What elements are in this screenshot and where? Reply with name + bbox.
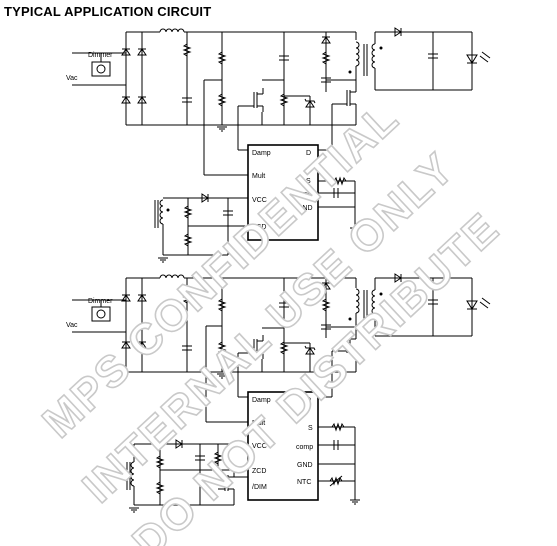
pin-damp: Damp <box>252 397 271 404</box>
pin-zcd: ZCD <box>252 224 266 231</box>
pin-vcc: VCC <box>252 197 267 204</box>
pin-mult: Mult <box>252 420 265 427</box>
pin-dim: /DIM <box>252 484 267 491</box>
dimmer-block <box>91 306 111 322</box>
vac-label: Vac <box>66 322 78 329</box>
dimmer-label: Dimmer <box>88 52 113 59</box>
pin-comp: comp <box>296 444 313 451</box>
controller-ic-bottom <box>247 391 319 501</box>
vac-label: Vac <box>66 75 78 82</box>
pin-vcc: VCC <box>252 443 267 450</box>
pin-zcd: ZCD <box>252 468 266 475</box>
dimmer-block <box>91 61 111 77</box>
circuit-top: Dimmer Vac <box>66 27 491 263</box>
pin-mult: Mult <box>252 173 265 180</box>
watermark: MPS CONFIDENTIAL INTERNAL USE ONLY DO NO… <box>33 92 510 546</box>
pin-d: D <box>306 397 311 404</box>
dimmer-label: Dimmer <box>88 298 113 305</box>
pin-gnd: GND <box>297 205 313 212</box>
pin-damp: Damp <box>252 150 271 157</box>
pin-s: S <box>308 425 313 432</box>
circuit-bottom: Dimmer Vac <box>66 273 491 513</box>
pin-s: S <box>306 178 311 185</box>
page-title: TYPICAL APPLICATION CIRCUIT <box>4 4 212 19</box>
pin-gnd: GND <box>297 462 313 469</box>
pin-comp: comp <box>294 191 311 198</box>
pin-ntc: NTC <box>297 479 311 486</box>
pin-d: D <box>306 150 311 157</box>
